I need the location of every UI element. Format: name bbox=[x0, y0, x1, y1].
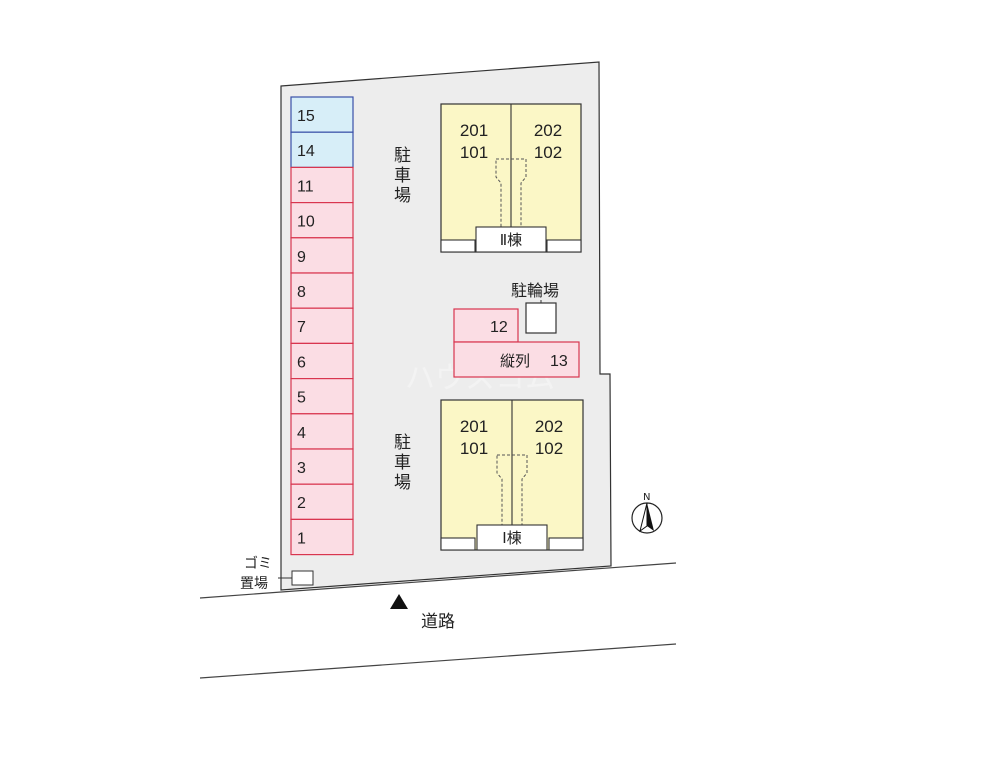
parking-label-bottom: 駐車場 bbox=[394, 433, 411, 493]
unit-label: 202 bbox=[534, 121, 562, 140]
parking-label-top: 駐車場 bbox=[394, 146, 411, 206]
road-edge-bottom bbox=[199, 643, 677, 679]
parking-space-9 bbox=[290, 237, 354, 274]
unit-label: 101 bbox=[460, 439, 488, 458]
balcony-notch bbox=[440, 537, 476, 551]
stair-outline bbox=[495, 158, 527, 243]
parking-space-15 bbox=[290, 96, 354, 133]
unit-label: 201 bbox=[460, 417, 488, 436]
road bbox=[199, 562, 677, 679]
compass-label: N bbox=[643, 492, 650, 503]
unit-label: 101 bbox=[460, 143, 488, 162]
parking-space-6 bbox=[290, 342, 354, 380]
parking-space-7-label: 7 bbox=[297, 319, 306, 336]
parking-space-9-label: 9 bbox=[297, 249, 306, 266]
garbage-box bbox=[291, 570, 314, 586]
garbage-label-line1: ゴミ bbox=[244, 555, 272, 572]
road-label: 道路 bbox=[421, 612, 455, 632]
parking-space-2-label: 2 bbox=[297, 495, 306, 512]
parking-space-12-label: 12 bbox=[490, 319, 508, 336]
unit-label: 202 bbox=[535, 417, 563, 436]
parking-space-3 bbox=[290, 448, 354, 485]
balcony-notch bbox=[548, 537, 584, 551]
parking-space-11 bbox=[290, 166, 354, 204]
north-arrow-icon: N bbox=[631, 492, 663, 534]
bicycle-parking: 駐輪場 bbox=[511, 281, 559, 334]
parking-space-6-label: 6 bbox=[297, 354, 306, 371]
garbage-label-line2: 置場 bbox=[240, 576, 268, 592]
parking-space-10-label: 10 bbox=[297, 214, 315, 231]
parking-column: 15 14 11 10 9 8 7 6 5 4 3 2 1 bbox=[290, 96, 354, 556]
parking-space-12 bbox=[453, 308, 519, 343]
parking-space-11-label: 11 bbox=[297, 178, 314, 195]
parking-space-1-label: 1 bbox=[297, 530, 306, 547]
unit-label: 201 bbox=[460, 121, 488, 140]
parking-extra: 12 縦列 13 bbox=[453, 308, 580, 378]
parking-space-1 bbox=[290, 518, 354, 556]
building-name-box bbox=[475, 226, 547, 253]
bicycle-parking-label: 駐輪場 bbox=[511, 281, 559, 300]
tandem-label: 縦列 bbox=[500, 352, 530, 370]
compass-needle-left bbox=[639, 502, 648, 533]
building-name-box bbox=[476, 524, 548, 551]
triangle-up-icon bbox=[390, 594, 408, 609]
parking-space-14-label: 14 bbox=[297, 143, 315, 160]
parking-space-8-label: 8 bbox=[297, 284, 306, 301]
parking-space-13-label: 13 bbox=[550, 353, 568, 370]
parking-space-14 bbox=[290, 131, 354, 168]
parking-space-5-label: 5 bbox=[297, 390, 306, 407]
balcony-notch bbox=[440, 239, 476, 253]
bicycle-rack bbox=[525, 302, 557, 334]
garbage-area: ゴミ 置場 bbox=[240, 555, 314, 592]
unit-label: 102 bbox=[534, 143, 562, 162]
unit-label: 102 bbox=[535, 439, 563, 458]
balcony-notch bbox=[546, 239, 582, 253]
parking-space-4 bbox=[290, 413, 354, 450]
building-name: Ⅱ棟 bbox=[500, 231, 522, 249]
parking-space-3-label: 3 bbox=[297, 460, 306, 477]
parking-space-15-label: 15 bbox=[297, 108, 315, 125]
parking-space-13-tandem bbox=[453, 341, 580, 378]
building-name: Ⅰ棟 bbox=[502, 529, 521, 547]
compass-needle-right bbox=[647, 503, 654, 531]
road-edge-top bbox=[199, 562, 677, 599]
parking-space-4-label: 4 bbox=[297, 425, 306, 442]
